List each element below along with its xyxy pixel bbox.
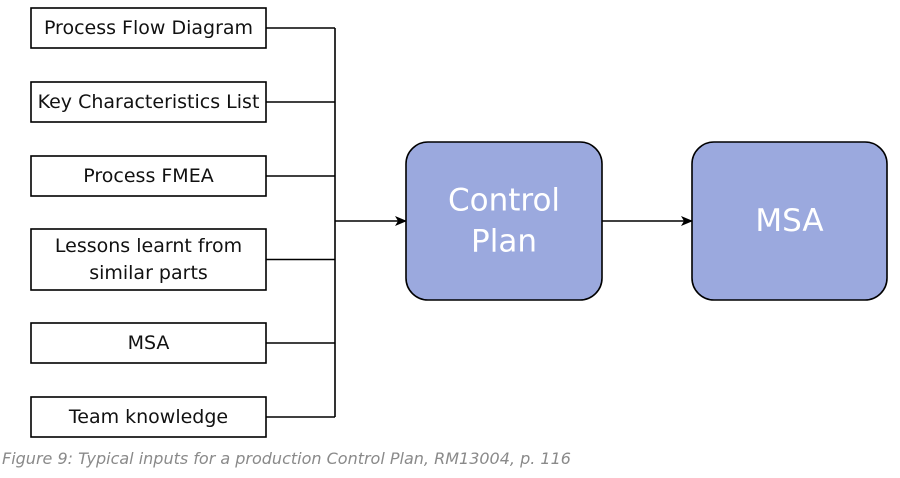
input-box: Process Flow Diagram <box>30 7 267 49</box>
input-box-frame <box>30 228 267 291</box>
input-box-label: Lessons learnt from <box>55 235 242 257</box>
input-box: Process FMEA <box>30 155 267 197</box>
input-box: Key Characteristics List <box>30 81 267 123</box>
input-box-frame <box>30 7 267 49</box>
process-box: MSA <box>691 141 888 301</box>
input-box-label: Team knowledge <box>68 406 228 428</box>
connector-lines <box>266 27 693 418</box>
input-box: Team knowledge <box>30 396 267 438</box>
process-box-label: Control <box>448 183 560 219</box>
input-box-label: Process FMEA <box>83 165 213 187</box>
process-box-label: Plan <box>471 224 537 260</box>
input-box: MSA <box>30 322 267 364</box>
input-box-frame <box>30 155 267 197</box>
input-box-frame <box>30 81 267 123</box>
input-box-label: Process Flow Diagram <box>44 17 253 39</box>
process-box-frame <box>405 141 603 301</box>
input-box-label: similar parts <box>89 262 208 284</box>
process-box-frame <box>691 141 888 301</box>
input-box-frame <box>30 322 267 364</box>
input-box: Lessons learnt from similar parts <box>30 228 267 291</box>
process-box-label: MSA <box>755 203 823 239</box>
figure-caption: Figure 9: Typical inputs for a productio… <box>2 449 571 468</box>
input-box-label: Key Characteristics List <box>38 91 260 113</box>
input-box-frame <box>30 396 267 438</box>
input-box-label: MSA <box>128 332 170 354</box>
